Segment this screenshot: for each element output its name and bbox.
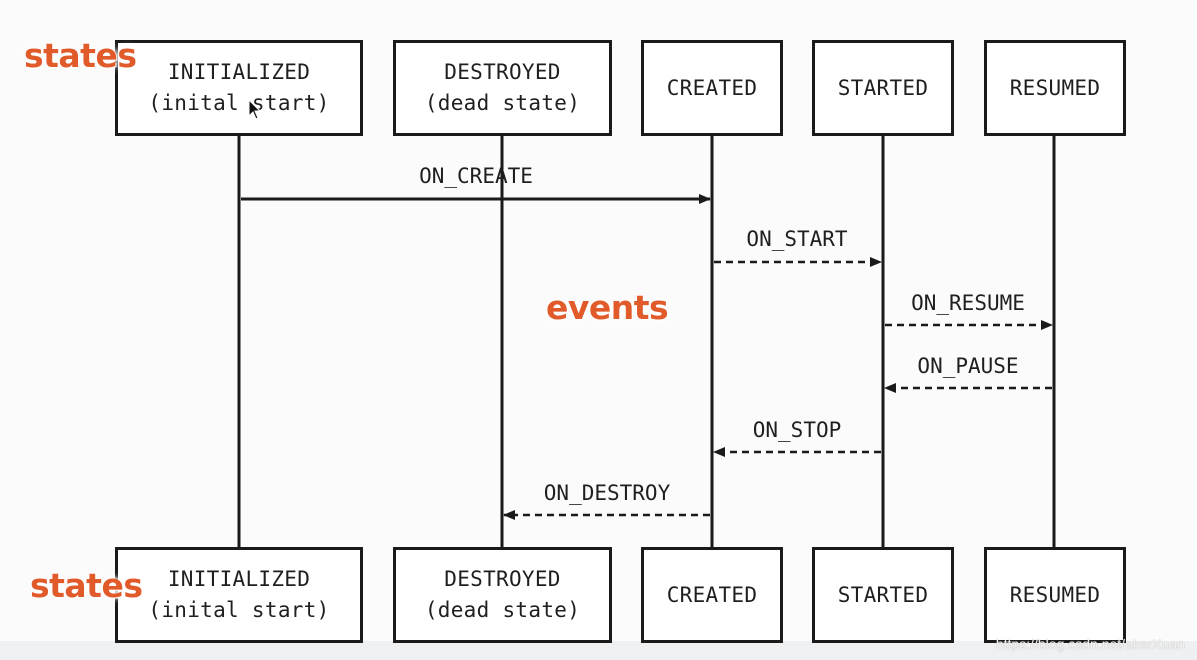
state-started-bottom: STARTED (812, 547, 954, 643)
state-name: STARTED (837, 75, 929, 100)
state-name: INITIALIZED (167, 567, 311, 591)
state-name: CREATED (666, 75, 758, 100)
state-name: RESUMED (1009, 582, 1101, 607)
state-name: RESUMED (1009, 75, 1101, 100)
event-label-on-stop: ON_STOP (752, 418, 842, 442)
state-created-bottom: CREATED (641, 547, 783, 643)
state-name: DESTROYED (444, 60, 561, 84)
event-label-on-start: ON_START (746, 227, 848, 251)
state-note: (dead state) (424, 598, 581, 622)
state-started-top: STARTED (812, 40, 954, 136)
events-annotation: events (546, 288, 669, 327)
state-name: STARTED (837, 582, 929, 607)
state-initialized-bottom: INITIALIZED (inital start) (115, 547, 363, 643)
event-label-on-resume: ON_RESUME (911, 291, 1025, 315)
state-name: DESTROYED (444, 567, 561, 591)
event-label-on-destroy: ON_DESTROY (543, 481, 671, 505)
state-destroyed-bottom: DESTROYED (dead state) (393, 547, 612, 643)
state-resumed-bottom: RESUMED (984, 547, 1126, 643)
state-destroyed-top: DESTROYED (dead state) (393, 40, 612, 136)
event-label-on-pause: ON_PAUSE (917, 354, 1019, 378)
mouse-cursor-icon (248, 99, 262, 120)
state-resumed-top: RESUMED (984, 40, 1126, 136)
state-name: INITIALIZED (167, 60, 311, 84)
event-label-on-create: ON_CREATE (419, 164, 533, 188)
state-created-top: CREATED (641, 40, 783, 136)
state-note: (inital start) (148, 91, 330, 115)
bottom-band (0, 641, 1197, 660)
states-annotation-bottom: states (30, 566, 143, 605)
state-note: (dead state) (424, 91, 581, 115)
state-note: (inital start) (148, 598, 330, 622)
state-name: CREATED (666, 582, 758, 607)
state-initialized-top: INITIALIZED (inital start) (115, 40, 363, 136)
states-annotation-top: states (24, 36, 137, 75)
watermark: https://blog.csdn.net/akerXuan (995, 636, 1185, 652)
